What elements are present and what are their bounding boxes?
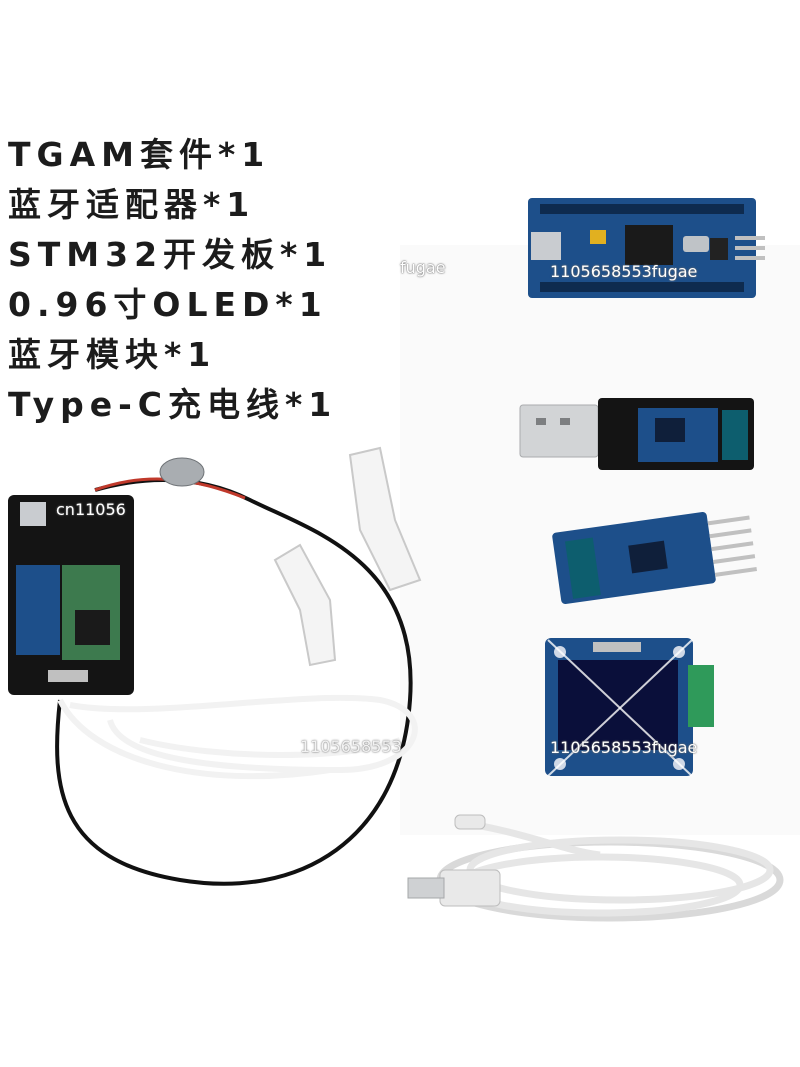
- kit-item-stm32: STM32开发板*1: [8, 235, 333, 274]
- watermark-tgam-board: cn11056: [56, 500, 126, 519]
- electrode-disc: [159, 457, 205, 487]
- ear-clip: [273, 446, 422, 667]
- bluetooth-module: [552, 512, 758, 604]
- stm32-board: [528, 198, 765, 298]
- kit-item-cable: Type-C充电线*1: [8, 385, 338, 424]
- watermark-oled: 1105658553fugae: [550, 738, 698, 757]
- watermark-stm32-prefix: fugae: [400, 258, 446, 277]
- oled-display: [545, 638, 714, 777]
- kit-item-bluetooth-module: 蓝牙模块*1: [8, 335, 217, 374]
- watermark-tgam-cable: 1105658553: [300, 737, 402, 756]
- kit-item-oled: 0.96寸OLED*1: [8, 285, 328, 324]
- tgam-board: [8, 495, 134, 695]
- bluetooth-adapter: [519, 398, 754, 470]
- kit-item-tgam: TGAM套件*1: [8, 135, 271, 174]
- type-c-plug: [454, 814, 486, 830]
- usb-a-plug: [407, 869, 501, 907]
- kit-item-bluetooth-adapter: 蓝牙适配器*1: [8, 185, 256, 224]
- kit-item-list: TGAM套件*1 蓝牙适配器*1 STM32开发板*1 0.96寸OLED*1 …: [8, 130, 337, 430]
- ear-clip-cable: [57, 694, 418, 780]
- watermark-stm32: 1105658553fugae: [550, 262, 698, 281]
